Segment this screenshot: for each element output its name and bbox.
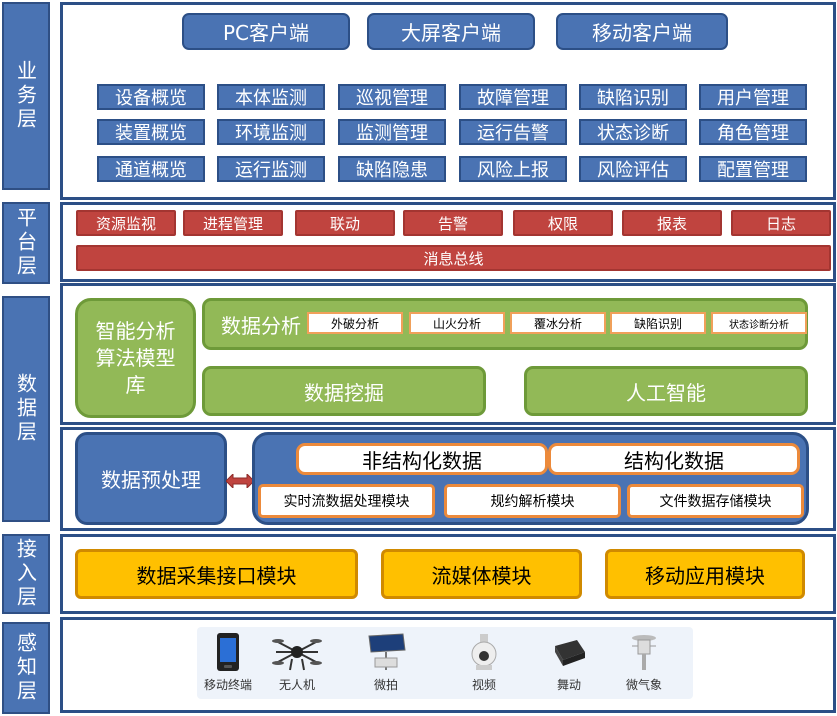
solar-camera-icon (368, 633, 406, 670)
unstructured-data-box: 非结构化数据 (296, 443, 548, 475)
algorithm-library: 智能分析算法模型库 (75, 298, 196, 418)
protocol-parsing-module: 规约解析模块 (444, 484, 621, 518)
layer-label-business: 业务层 (2, 2, 50, 190)
mobile-client-button[interactable]: 移动客户端 (556, 13, 728, 50)
mobile-terminal-icon (217, 633, 239, 671)
biz-operation-alarm-button[interactable]: 运行告警 (459, 119, 567, 145)
biz-operation-monitoring-button[interactable]: 运行监测 (217, 156, 325, 182)
dome-camera-icon (471, 634, 497, 670)
platform-process-management-button[interactable]: 进程管理 (183, 210, 283, 236)
file-storage-module: 文件数据存储模块 (627, 484, 804, 518)
preprocess-box: 数据预处理 (75, 432, 227, 525)
biz-device-overview-button[interactable]: 装置概览 (97, 119, 205, 145)
device-micro-weather: 微气象 (618, 632, 670, 693)
layer-label-platform: 平台层 (2, 202, 50, 284)
biz-defect-recognition-button[interactable]: 缺陷识别 (579, 84, 687, 110)
bidirectional-arrow-icon (226, 474, 254, 488)
biz-risk-report-button[interactable]: 风险上报 (459, 156, 567, 182)
device-galloping: 舞动 (544, 632, 594, 693)
biz-equipment-overview-button[interactable]: 设备概览 (97, 84, 205, 110)
platform-log-button[interactable]: 日志 (731, 210, 831, 236)
big-screen-client-button[interactable]: 大屏客户端 (367, 13, 535, 50)
analysis-external-damage-chip: 外破分析 (307, 312, 403, 334)
data-collection-module: 数据采集接口模块 (75, 549, 358, 599)
device-micro-camera: 微拍 (360, 632, 412, 693)
message-bus: 消息总线 (76, 245, 831, 271)
device-video: 视频 (462, 632, 506, 693)
stream-processing-module: 实时流数据处理模块 (258, 484, 435, 518)
streaming-media-module: 流媒体模块 (381, 549, 582, 599)
galloping-sensor-icon (555, 640, 585, 666)
biz-config-management-button[interactable]: 配置管理 (699, 156, 807, 182)
layer-label-perception: 感知层 (2, 622, 50, 714)
biz-channel-overview-button[interactable]: 通道概览 (97, 156, 205, 182)
analysis-wildfire-chip: 山火分析 (409, 312, 505, 334)
biz-environment-monitoring-button[interactable]: 环境监测 (217, 119, 325, 145)
biz-patrol-management-button[interactable]: 巡视管理 (338, 84, 446, 110)
biz-risk-assessment-button[interactable]: 风险评估 (579, 156, 687, 182)
drone-icon (272, 639, 322, 671)
data-mining-box: 数据挖掘 (202, 366, 486, 416)
analysis-defect-chip: 缺陷识别 (610, 312, 706, 334)
biz-fault-management-button[interactable]: 故障管理 (459, 84, 567, 110)
biz-defect-hazard-button[interactable]: 缺陷隐患 (338, 156, 446, 182)
platform-alarm-button[interactable]: 告警 (403, 210, 503, 236)
data-analysis-label: 数据分析 (221, 313, 301, 338)
ai-box: 人工智能 (524, 366, 808, 416)
data-analysis-group: 数据分析 (202, 298, 808, 350)
platform-resource-monitor-button[interactable]: 资源监视 (76, 210, 176, 236)
device-drone: 无人机 (268, 632, 326, 693)
analysis-icing-chip: 覆冰分析 (510, 312, 606, 334)
layer-label-access: 接入层 (2, 534, 50, 614)
analysis-status-diagnosis-chip: 状态诊断分析 (711, 312, 807, 334)
structured-data-box: 结构化数据 (548, 443, 800, 475)
layer-label-data: 数据层 (2, 296, 50, 522)
biz-status-diagnosis-button[interactable]: 状态诊断 (579, 119, 687, 145)
device-mobile-terminal: 移动终端 (200, 632, 256, 693)
weather-station-icon (632, 635, 656, 670)
mobile-app-module: 移动应用模块 (605, 549, 805, 599)
biz-user-management-button[interactable]: 用户管理 (699, 84, 807, 110)
platform-report-button[interactable]: 报表 (622, 210, 722, 236)
platform-linkage-button[interactable]: 联动 (295, 210, 395, 236)
platform-permission-button[interactable]: 权限 (513, 210, 613, 236)
biz-role-management-button[interactable]: 角色管理 (699, 119, 807, 145)
biz-monitoring-management-button[interactable]: 监测管理 (338, 119, 446, 145)
pc-client-button[interactable]: PC客户端 (182, 13, 350, 50)
biz-body-monitoring-button[interactable]: 本体监测 (217, 84, 325, 110)
